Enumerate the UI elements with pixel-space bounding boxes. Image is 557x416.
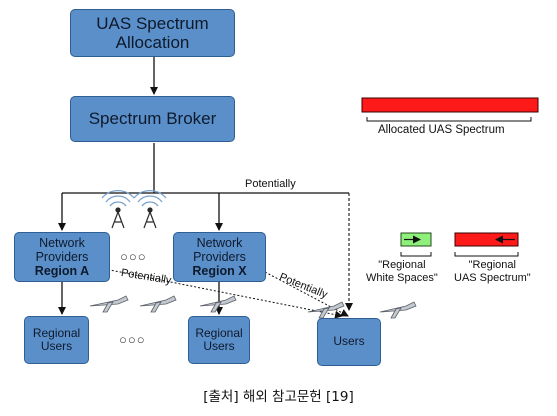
ellipsis-top: ○○○ bbox=[120, 249, 147, 264]
spectrum-broker-box: Spectrum Broker bbox=[70, 96, 235, 142]
tower-icon bbox=[133, 190, 167, 229]
regional-users-box-1: Regional Users bbox=[24, 316, 89, 364]
ellipsis-bottom: ○○○ bbox=[119, 332, 146, 347]
allocated-spectrum-label: Allocated UAS Spectrum bbox=[378, 124, 505, 136]
potentially-label-top: Potentially bbox=[245, 178, 296, 190]
drone-icon bbox=[379, 301, 417, 319]
white-space-bracket bbox=[400, 252, 432, 257]
allocated-spectrum-bar bbox=[361, 97, 539, 113]
drone-icon bbox=[199, 295, 237, 313]
users-box: Users bbox=[317, 318, 381, 366]
regional-users-box-2: Regional Users bbox=[188, 316, 250, 364]
network-providers-region-a-box: Network Providers Region A bbox=[14, 232, 110, 282]
tower-icon bbox=[101, 190, 135, 229]
allocated-bracket bbox=[366, 117, 532, 122]
figure-caption: [출처] 해외 참고문헌 [19] bbox=[203, 389, 354, 405]
drone-icon bbox=[89, 295, 129, 313]
drone-icon bbox=[139, 295, 177, 313]
regional-uas-spectrum-label: "Regional UAS Spectrum" bbox=[454, 259, 531, 284]
network-providers-region-x-box: Network Providers Region X bbox=[173, 232, 266, 282]
white-spaces-label: "Regional White Spaces" bbox=[366, 259, 438, 284]
regional-uas-bracket bbox=[454, 252, 519, 257]
uas-spectrum-allocation-box: UAS Spectrum Allocation bbox=[70, 9, 235, 57]
edge-potential-a bbox=[99, 267, 343, 319]
